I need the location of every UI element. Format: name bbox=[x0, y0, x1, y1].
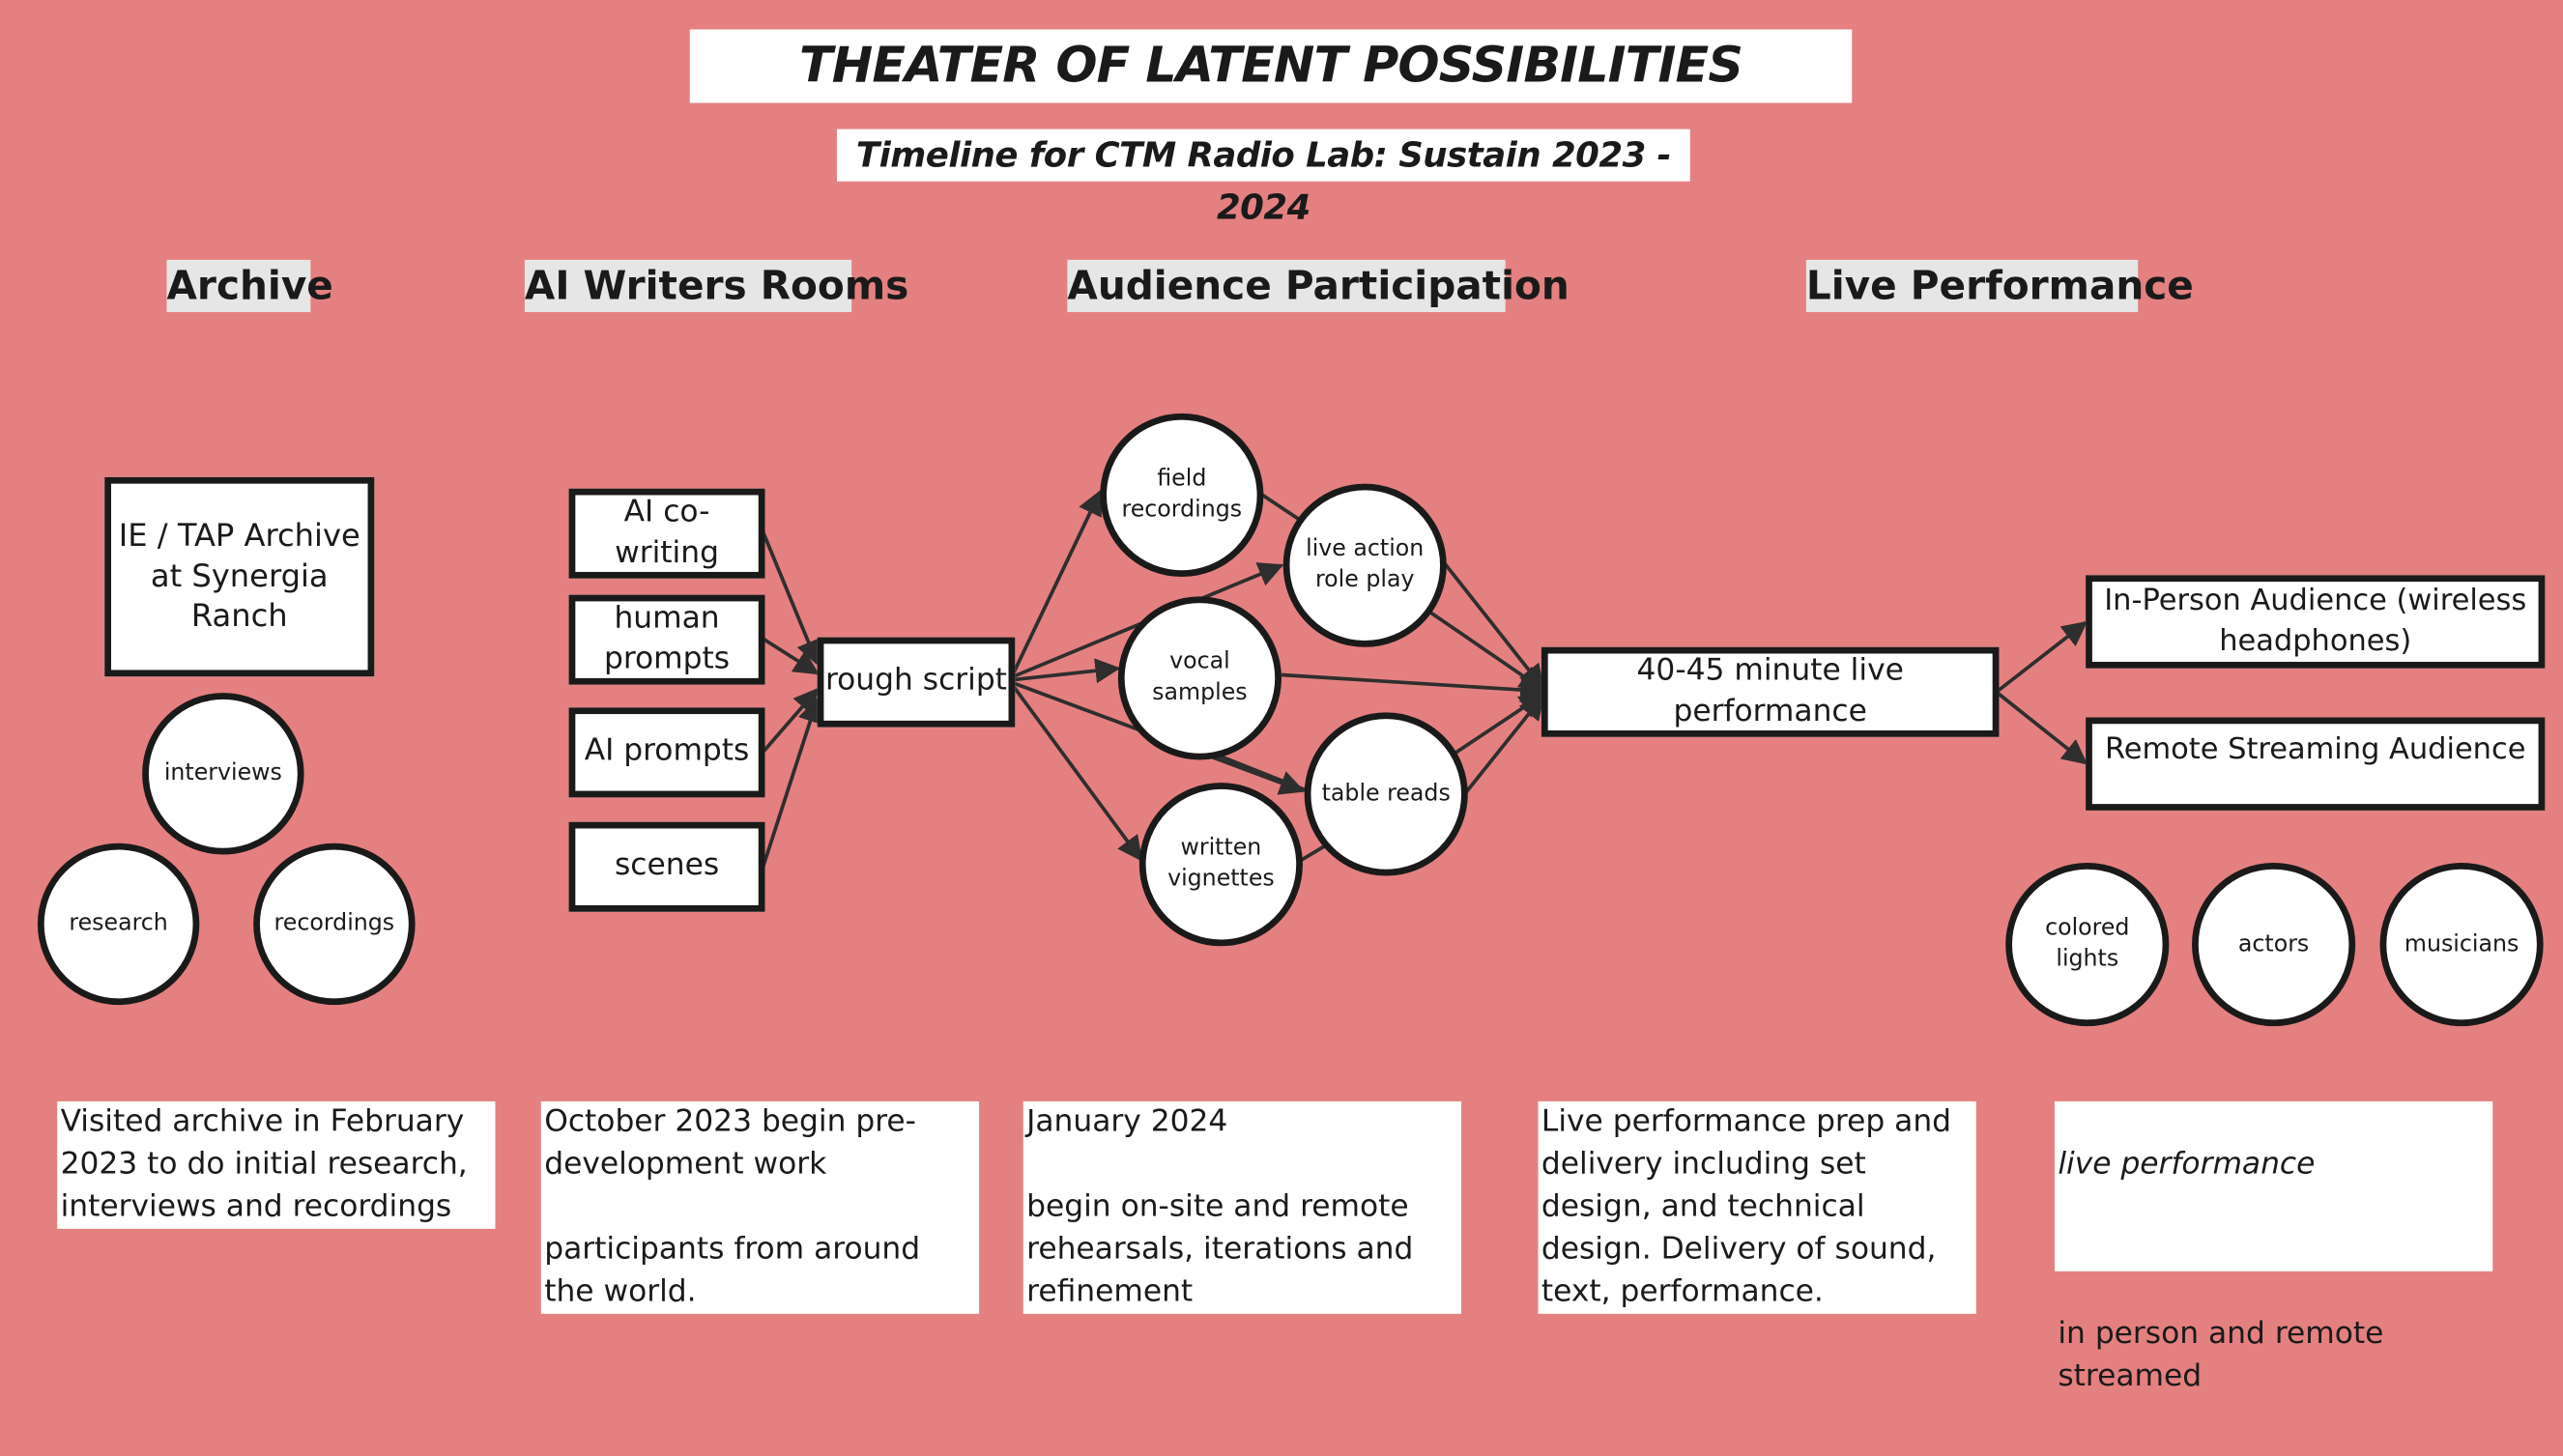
arrow-scenes-to-script bbox=[762, 697, 822, 867]
link-vocal-to-table bbox=[1212, 751, 1309, 793]
arrow-main-to-inperson bbox=[1996, 620, 2088, 693]
box-scenes: scenes bbox=[568, 821, 765, 912]
arrow-main-to-remote bbox=[1996, 691, 2088, 765]
arrow-table2-to-main bbox=[1462, 694, 1545, 796]
box-remote-streaming-audience: Remote Streaming Audience bbox=[2086, 717, 2546, 811]
link-field-to-liveaction bbox=[1258, 492, 1301, 522]
heading-audience-participation: Audience Participation bbox=[1067, 259, 1569, 313]
circle-written-vignettes: written vignettes bbox=[1138, 783, 1303, 947]
heading-live-performance: Live Performance bbox=[1805, 259, 2194, 313]
page-subtitle: Timeline for CTM Radio Lab: Sustain 2023… bbox=[836, 128, 1690, 227]
arrow-script-to-written bbox=[1012, 685, 1143, 862]
heading-ai-writers-rooms: AI Writers Rooms bbox=[524, 259, 908, 313]
circle-interviews: interviews bbox=[142, 693, 304, 855]
circle-musicians: musicians bbox=[2379, 863, 2544, 1027]
heading-archive: Archive bbox=[166, 259, 333, 313]
note-performance-prep: Live performance prep and delivery inclu… bbox=[1538, 1100, 1976, 1314]
page-title: THEATER OF LATENT POSSIBILITIES bbox=[689, 29, 1853, 103]
circle-research: research bbox=[37, 842, 200, 1006]
box-ai-co-writing: AI co-writing bbox=[568, 488, 765, 579]
box-in-person-audience: In-Person Audience (wireless headphones) bbox=[2086, 575, 2546, 669]
circle-table-reads: table reads bbox=[1304, 712, 1468, 876]
arrow-human-to-script bbox=[762, 637, 820, 675]
circle-colored-lights: colored lights bbox=[2005, 863, 2170, 1027]
circle-vocal-samples: vocal samples bbox=[1117, 596, 1282, 760]
note-live: live performance in person and remote st… bbox=[2054, 1100, 2493, 1394]
box-live-performance: 40-45 minute live performance bbox=[1541, 646, 2000, 737]
arrow-table-to-main bbox=[1454, 693, 1545, 756]
link-written-to-table bbox=[1298, 844, 1325, 863]
box-rough-script: rough script bbox=[817, 637, 1016, 728]
note-live-title: live performance bbox=[2058, 1147, 2316, 1182]
circle-actors: actors bbox=[2192, 863, 2356, 1027]
archive-box: IE / TAP Archive at Synergia Ranch bbox=[104, 476, 375, 677]
circle-recordings: recordings bbox=[253, 842, 416, 1006]
arrow-cowriting-to-script bbox=[762, 531, 821, 667]
arrow-vocal-to-main bbox=[1281, 672, 1546, 702]
arrow-script-to-field bbox=[1011, 489, 1102, 674]
arrow-script-to-vocal bbox=[1013, 658, 1121, 684]
note-writers: October 2023 begin pre-development work … bbox=[540, 1100, 980, 1314]
note-audience: January 2024 begin on-site and remote re… bbox=[1022, 1100, 1462, 1314]
arrow-liveaction-to-main bbox=[1443, 562, 1545, 691]
note-archive: Visited archive in February 2023 to do i… bbox=[57, 1100, 496, 1229]
circle-field-recordings: field recordings bbox=[1100, 413, 1264, 578]
box-human-prompts: human prompts bbox=[568, 594, 765, 685]
note-live-body: in person and remote streamed bbox=[2058, 1317, 2384, 1394]
box-ai-prompts: AI prompts bbox=[568, 707, 765, 798]
circle-live-action-role-play: live action role play bbox=[1282, 483, 1447, 647]
arrow-liveaction2-to-main bbox=[1427, 610, 1545, 692]
